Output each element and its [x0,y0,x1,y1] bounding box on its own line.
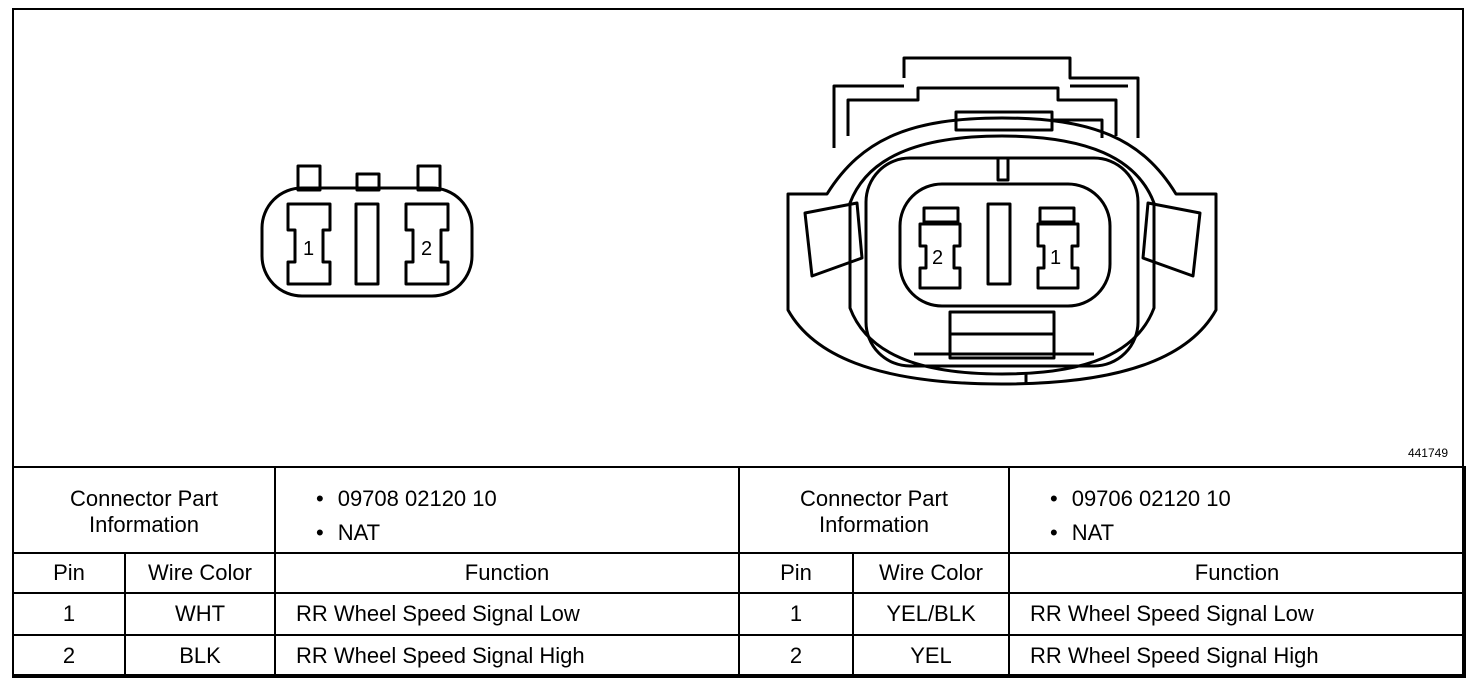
wire-color-cell: YEL/BLK [852,592,1010,636]
table-row: 2 BLK RR Wheel Speed Signal High 2 YEL R… [12,634,1466,678]
wire-color-cell: WHT [124,592,276,636]
header-wire-color: Wire Color [124,552,276,594]
left-pin-label-2: 2 [421,238,432,260]
connector-part-info: 09706 02120 10 NAT [1008,466,1466,554]
right-pin-label-2: 2 [932,247,943,269]
header-pin: Pin [12,552,126,594]
pin-cell: 1 [12,592,126,636]
pin-cell: 2 [738,634,854,678]
right-center-key [986,202,1012,286]
right-pin-label-1: 1 [1050,247,1061,269]
part-number: 09706 02120 10 [1050,486,1458,512]
header-wire-color: Wire Color [852,552,1010,594]
table-row: 1 WHT RR Wheel Speed Signal Low 1 YEL/BL… [12,592,1466,636]
pin-cell: 2 [12,634,126,678]
header-pin: Pin [738,552,854,594]
left-pin-1-terminal [286,202,332,286]
function-cell: RR Wheel Speed Signal High [1008,634,1466,678]
header-function: Function [1008,552,1466,594]
connector-table: Connector Part Information 09708 02120 1… [12,466,1466,678]
part-color: NAT [1050,520,1458,546]
connector-part-info-label: Connector Part Information [738,466,1010,554]
connector-part-info: 09708 02120 10 NAT [274,466,740,554]
left-pin-2-terminal [404,202,450,286]
left-center-key [354,202,380,286]
connector-part-info-label: Connector Part Information [12,466,276,554]
part-info-row: Connector Part Information 09708 02120 1… [12,466,1466,554]
pin-cell: 1 [738,592,854,636]
left-connector-face [260,164,474,298]
left-pin-label-1: 1 [303,238,314,260]
function-cell: RR Wheel Speed Signal Low [1008,592,1466,636]
function-cell: RR Wheel Speed Signal Low [274,592,740,636]
right-pin-1-terminal [1036,222,1080,290]
part-number: 09708 02120 10 [316,486,732,512]
figure-number: 441749 [1407,446,1448,460]
connector-drawing: 1 2 2 1 [260,56,1218,386]
right-connector-face [786,56,1218,386]
function-cell: RR Wheel Speed Signal High [274,634,740,678]
wire-color-cell: YEL [852,634,1010,678]
wire-color-cell: BLK [124,634,276,678]
header-function: Function [274,552,740,594]
header-row: Pin Wire Color Function Pin Wire Color F… [12,552,1466,594]
right-pin-2-terminal [918,222,962,290]
part-color: NAT [316,520,732,546]
